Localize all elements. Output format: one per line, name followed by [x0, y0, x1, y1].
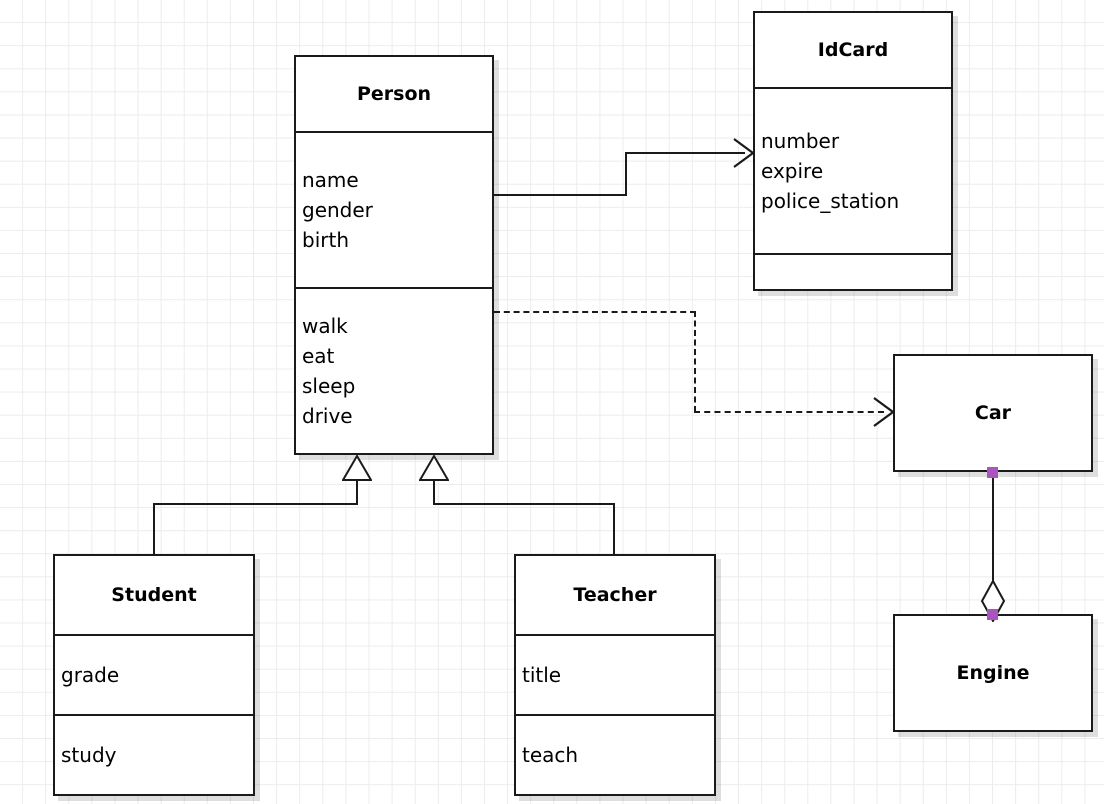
attribute-item: grade	[61, 663, 120, 687]
generalization-student-segment-v2[interactable]	[153, 503, 155, 556]
class-box-engine[interactable]: Engine	[893, 614, 1093, 732]
class-attributes-student: grade	[55, 634, 253, 714]
generalization-teacher-segment-h[interactable]	[433, 503, 615, 505]
class-methods-person: walk eat sleep drive	[296, 287, 492, 453]
method-item: sleep	[302, 374, 356, 398]
class-title-engine: Engine	[956, 662, 1030, 684]
class-methods-idcard	[755, 253, 951, 289]
method-item: teach	[522, 743, 579, 767]
dependency-person-car-segment-h1[interactable]	[494, 311, 696, 313]
class-attributes-person: name gender birth	[296, 131, 492, 287]
class-box-teacher[interactable]: Teacher title teach	[514, 554, 716, 796]
class-title-car: Car	[974, 402, 1012, 424]
class-title-student: Student	[111, 584, 197, 606]
class-box-idcard[interactable]: IdCard number expire police_station	[753, 11, 953, 291]
association-person-idcard-segment-h1[interactable]	[494, 194, 627, 196]
attribute-item: expire	[761, 159, 824, 183]
class-title-person: Person	[356, 83, 432, 105]
class-attributes-teacher: title	[516, 634, 714, 714]
method-item: study	[61, 743, 117, 767]
connection-handle-engine[interactable]	[987, 609, 998, 620]
class-attributes-idcard: number expire police_station	[755, 87, 951, 253]
attribute-item: birth	[302, 228, 349, 252]
generalization-teacher-segment-v2[interactable]	[613, 503, 615, 556]
association-person-idcard-segment-h2[interactable]	[625, 152, 745, 154]
attribute-item: name	[302, 168, 359, 192]
generalization-student-segment-v1[interactable]	[356, 479, 358, 505]
class-box-car[interactable]: Car	[893, 354, 1093, 472]
dependency-person-car-segment-v[interactable]	[694, 311, 696, 412]
generalization-teacher-segment-v1[interactable]	[433, 479, 435, 505]
class-box-person[interactable]: Person name gender birth walk eat sleep …	[294, 55, 494, 455]
method-item: walk	[302, 314, 348, 338]
attribute-item: title	[522, 663, 562, 687]
method-item: drive	[302, 404, 353, 428]
class-title-teacher: Teacher	[573, 584, 657, 606]
method-item: eat	[302, 344, 335, 368]
attribute-item: gender	[302, 198, 373, 222]
class-methods-student: study	[55, 714, 253, 794]
connection-handle-car[interactable]	[987, 467, 998, 478]
dependency-person-car-segment-h2[interactable]	[694, 411, 884, 413]
class-title-idcard: IdCard	[817, 39, 889, 61]
association-person-idcard-segment-v[interactable]	[625, 152, 627, 196]
generalization-student-segment-h[interactable]	[153, 503, 358, 505]
aggregation-car-engine-line[interactable]	[992, 472, 994, 584]
class-box-student[interactable]: Student grade study	[53, 554, 255, 796]
attribute-item: police_station	[761, 189, 900, 213]
attribute-item: number	[761, 129, 840, 153]
class-methods-teacher: teach	[516, 714, 714, 794]
